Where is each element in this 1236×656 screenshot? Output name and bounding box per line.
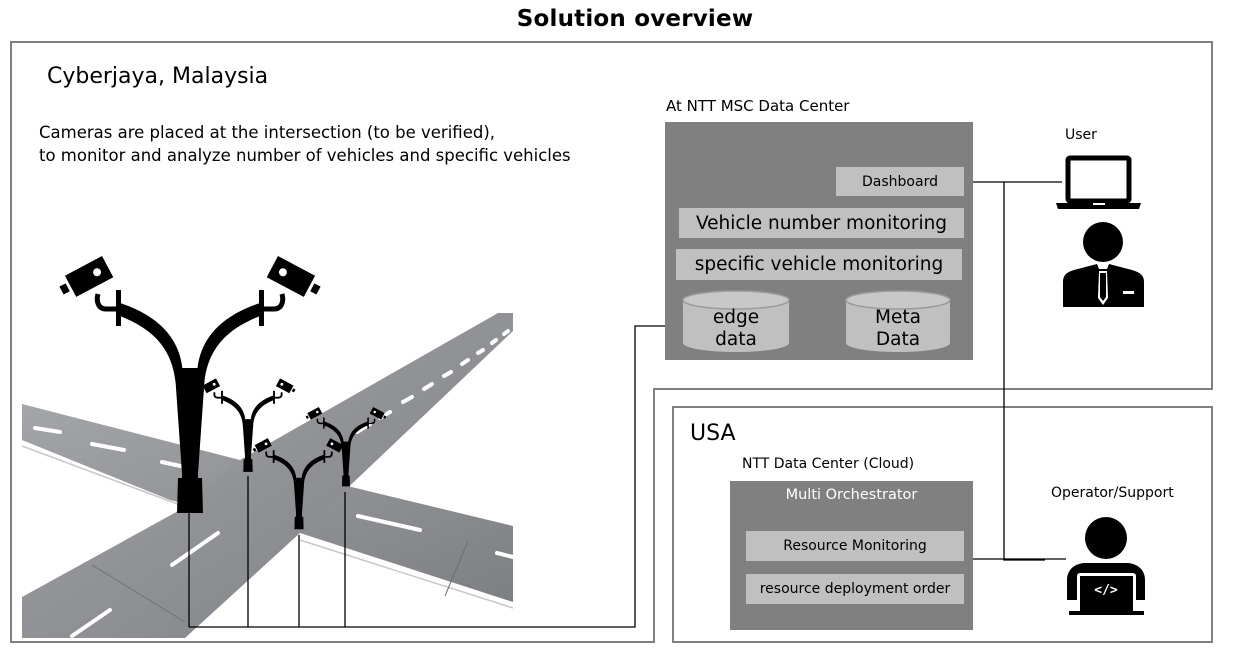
- edge-data-line: data: [715, 329, 757, 350]
- operator-label: Operator/Support: [1051, 485, 1174, 501]
- resource-monitoring-label: Resource Monitoring: [783, 538, 927, 554]
- dashboard-block[interactable]: Dashboard: [836, 167, 964, 196]
- cloud-data-center-label: NTT Data Center (Cloud): [742, 456, 915, 472]
- specific-vehicle-monitoring-label: specific vehicle monitoring: [694, 254, 944, 275]
- developer-at-laptop-icon: [1067, 517, 1145, 615]
- msc-data-center-label: At NTT MSC Data Center: [666, 97, 850, 115]
- usa-region-frame: [672, 406, 1213, 643]
- meta-data-line: Meta: [875, 307, 921, 328]
- description-line: Cameras are placed at the intersection (…: [39, 123, 495, 142]
- edge-data-label[interactable]: edge data: [683, 307, 789, 351]
- edge-data-line: edge: [712, 307, 760, 328]
- road-north-south: [22, 313, 513, 638]
- dashboard-connector: [964, 181, 1066, 561]
- vehicle-number-monitoring-label: Vehicle number monitoring: [695, 212, 948, 234]
- laptop-icon: [1056, 155, 1141, 209]
- vehicle-number-monitoring-block[interactable]: Vehicle number monitoring: [679, 208, 964, 238]
- lane-markings: [33, 329, 515, 638]
- dashboard-label: Dashboard: [862, 173, 938, 190]
- meta-data-label[interactable]: Meta Data: [846, 307, 950, 351]
- user-label: User: [1065, 127, 1097, 143]
- malaysia-region-frame: [10, 41, 1213, 643]
- resource-deployment-order-block[interactable]: resource deployment order: [746, 574, 964, 604]
- resource-monitoring-block[interactable]: Resource Monitoring: [746, 531, 964, 561]
- deployment-description: Cameras are placed at the intersection (…: [39, 121, 571, 167]
- intersection-illustration: [21, 313, 515, 638]
- meta-data-line: Data: [875, 329, 921, 350]
- region-label-malaysia: Cyberjaya, Malaysia: [47, 64, 269, 89]
- code-glyph-icon: </>: [1094, 583, 1118, 598]
- specific-vehicle-monitoring-block[interactable]: specific vehicle monitoring: [676, 249, 962, 280]
- multi-orchestrator-label: Multi Orchestrator: [785, 487, 918, 503]
- description-line: to monitor and analyze number of vehicle…: [39, 146, 571, 165]
- region-label-usa: USA: [690, 421, 736, 446]
- camera-network-connector: [188, 325, 684, 628]
- diagram-title: Solution overview: [516, 6, 754, 32]
- businessman-icon: [1063, 222, 1144, 307]
- resource-deployment-order-label: resource deployment order: [759, 581, 951, 597]
